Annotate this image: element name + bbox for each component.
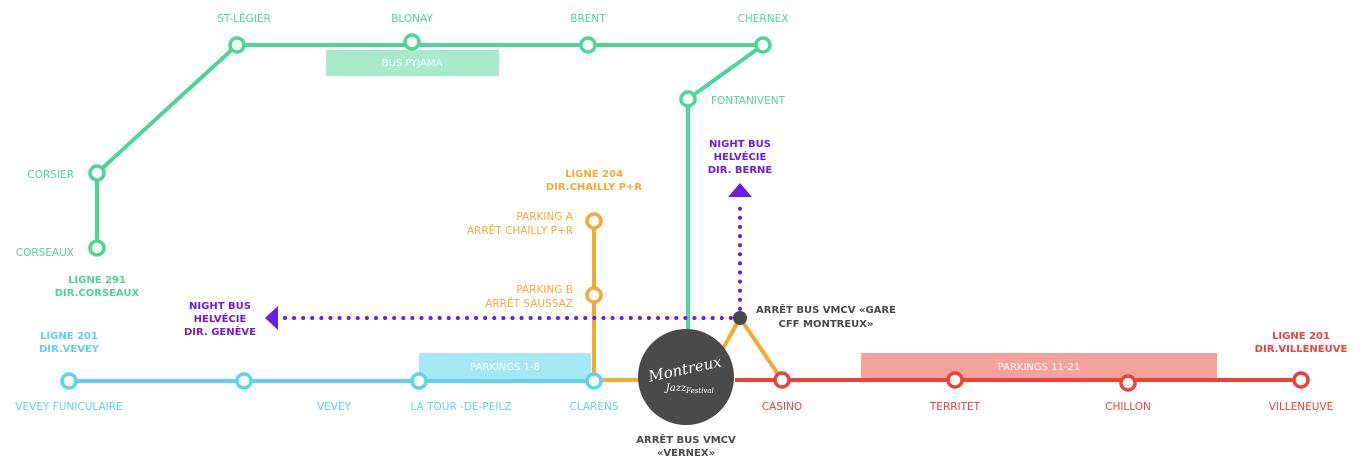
label-parking-a-2: ARRÊT CHAILLY P+R xyxy=(467,224,573,237)
terminus-red-line: LIGNE 201 xyxy=(1272,331,1330,342)
station-vevey[interactable] xyxy=(235,372,253,390)
logo-word-2: Jazz xyxy=(664,383,687,394)
station-brent[interactable] xyxy=(579,36,597,54)
label-fontanivent: FONTANIVENT xyxy=(711,95,786,107)
station-territet[interactable] xyxy=(946,371,964,389)
night-bus-west-3: DIR. GENÈVE xyxy=(184,325,256,338)
terminus-red-dir: DIR.VILLENEUVE xyxy=(1255,344,1348,355)
terminus-blue-dir: DIR.VEVEY xyxy=(39,344,100,355)
label-casino: CASINO xyxy=(762,401,802,413)
night-bus-north-3: DIR. BERNE xyxy=(708,165,773,176)
label-la-tour-de-peilz: LA TOUR -DE-PEILZ xyxy=(410,401,511,413)
terminus-orange-line: LIGNE 204 xyxy=(565,169,623,180)
night-bus-north-2: HELVÉCIE xyxy=(714,150,767,163)
label-clarens: CLARENS xyxy=(569,401,618,413)
label-blonay: BLONAY xyxy=(391,13,433,25)
label-st-legier: ST-LÉGIER xyxy=(217,12,271,25)
parkings-11-21-bar xyxy=(861,353,1217,379)
label-brent: BRENT xyxy=(570,13,606,25)
parkings-1-8-label: PARKINGS 1-8 xyxy=(470,362,540,373)
terminus-green-dir: DIR.CORSEAUX xyxy=(55,288,140,299)
station-vevey-funiculaire[interactable] xyxy=(60,372,78,390)
label-corsier: CORSIER xyxy=(27,169,74,181)
station-clarens[interactable] xyxy=(585,372,603,390)
green-line-path xyxy=(95,43,765,345)
station-casino[interactable] xyxy=(773,371,791,389)
terminus-green-line: LIGNE 291 xyxy=(68,275,126,286)
station-parking-a[interactable] xyxy=(585,212,603,230)
label-parking-a-1: PARKING A xyxy=(516,211,573,223)
label-villeneuve: VILLENEUVE xyxy=(1269,401,1334,413)
parkings-11-21-label: PARKINGS 11-21 xyxy=(998,362,1081,373)
label-vevey-funiculaire: VEVEY FUNICULAIRE xyxy=(15,401,122,413)
label-corseaux: CORSEAUX xyxy=(16,247,74,259)
vernex-hub-label-2: «VERNEX» xyxy=(657,448,715,459)
station-corseaux[interactable] xyxy=(88,239,106,257)
station-st-legier[interactable] xyxy=(228,36,246,54)
parkings-1-8-bar xyxy=(419,353,591,379)
station-corsier[interactable] xyxy=(88,164,106,182)
label-territet: TERRITET xyxy=(929,401,981,413)
bus-pyjama-label: BUS PYJAMA xyxy=(382,58,443,69)
logo-word-3: Festival xyxy=(685,387,714,395)
vernex-hub-label-1: ARRÊT BUS VMCV xyxy=(636,433,736,446)
night-bus-north-arrow xyxy=(728,183,752,197)
station-blonay[interactable] xyxy=(403,33,421,51)
label-parking-b-1: PARKING B xyxy=(516,284,573,296)
montreux-jazz-logo: Montreux Jazz Festival xyxy=(638,329,734,425)
bus-pyjama-bar xyxy=(326,50,499,76)
station-la-tour-de-peilz[interactable] xyxy=(410,372,428,390)
orange-line-path xyxy=(592,221,650,382)
station-villeneuve[interactable] xyxy=(1292,371,1310,389)
gare-hub-dot xyxy=(733,311,747,325)
night-bus-west-arrow xyxy=(265,306,278,330)
night-bus-west-1: NIGHT BUS xyxy=(189,301,251,312)
label-vevey: VEVEY xyxy=(317,401,352,413)
station-chillon[interactable] xyxy=(1119,374,1137,392)
label-parking-b-2: ARRÊT SAUSSAZ xyxy=(485,297,573,310)
gare-hub-label-2: CFF MONTREUX» xyxy=(779,319,874,330)
station-chernex[interactable] xyxy=(754,36,772,54)
terminus-blue-line: LIGNE 201 xyxy=(40,331,98,342)
night-bus-north-1: NIGHT BUS xyxy=(709,139,771,150)
night-bus-west-2: HELVÉCIE xyxy=(194,312,247,325)
gare-hub-label-1: ARRÊT BUS VMCV «GARE xyxy=(756,303,896,316)
terminus-orange-dir: DIR.CHAILLY P+R xyxy=(546,182,642,193)
station-fontanivent[interactable] xyxy=(679,90,697,108)
station-parking-b[interactable] xyxy=(585,286,603,304)
label-chernex: CHERNEX xyxy=(738,13,789,25)
label-chillon: CHILLON xyxy=(1105,401,1151,413)
